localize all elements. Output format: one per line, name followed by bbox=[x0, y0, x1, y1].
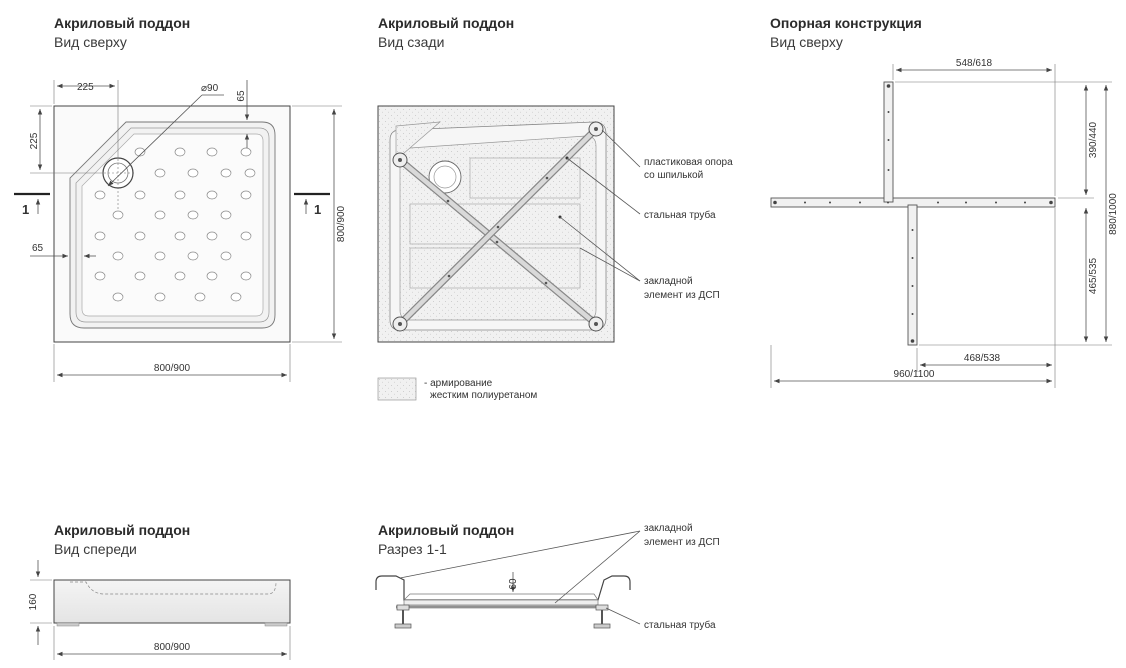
section-view-subtitle: Разрез 1-1 bbox=[378, 541, 447, 557]
dim-225-top: 225 bbox=[77, 82, 94, 93]
frame-view-title: Опорная конструкция bbox=[770, 15, 922, 31]
front-view-title: Акриловый поддон bbox=[54, 522, 191, 538]
label-support-1: пластиковая опора bbox=[644, 157, 733, 168]
dim-160: 160 bbox=[28, 593, 39, 610]
front-inner-basin bbox=[70, 581, 277, 595]
front-view-heading: Акриловый поддон Вид спереди bbox=[54, 521, 190, 559]
back-view-title: Акриловый поддон bbox=[378, 15, 515, 31]
cut-mark-left: 1 bbox=[22, 202, 29, 217]
top-view-title: Акриловый поддон bbox=[54, 15, 191, 31]
plastic-support-icons bbox=[392, 121, 604, 332]
back-view-heading: Акриловый поддон Вид сзади bbox=[378, 14, 514, 52]
dim-880-1000: 880/1000 bbox=[1108, 193, 1119, 235]
frame-view-heading: Опорная конструкция Вид сверху bbox=[770, 14, 922, 52]
dim-468-538: 468/538 bbox=[964, 353, 1001, 364]
label-support-2: со шпилькой bbox=[644, 170, 703, 181]
dim-65-left: 65 bbox=[32, 243, 44, 254]
top-view-drawing: 225 ⌀90 65 225 65 800/900 800/900 1 1 bbox=[14, 80, 347, 382]
top-view-heading: Акриловый поддон Вид сверху bbox=[54, 14, 190, 52]
section-label-pipe: стальная труба bbox=[644, 619, 716, 631]
section-label-insert-1: закладной bbox=[644, 523, 693, 534]
front-view-subtitle: Вид спереди bbox=[54, 541, 137, 557]
dim-390-440: 390/440 bbox=[1088, 121, 1099, 158]
anti-slip-dots bbox=[94, 147, 256, 302]
dim-465-535: 465/535 bbox=[1088, 257, 1099, 294]
label-steel-pipe: стальная труба bbox=[644, 209, 716, 221]
frame-upper-bar bbox=[883, 81, 894, 203]
front-view-drawing: 160 800/900 bbox=[28, 560, 291, 660]
dim-front-width: 800/900 bbox=[154, 642, 191, 653]
legend-text-1: - армирование bbox=[424, 378, 493, 389]
section-label-insert-2: элемент из ДСП bbox=[644, 537, 720, 548]
legend-swatch bbox=[377, 377, 417, 401]
legend-text-2: жестким полиуретаном bbox=[430, 390, 537, 401]
cut-mark-right: 1 bbox=[314, 202, 321, 217]
section-view-title: Акриловый поддон bbox=[378, 522, 515, 538]
dim-diameter-90: ⌀90 bbox=[201, 83, 219, 94]
steel-pipe-braces bbox=[396, 125, 600, 328]
dim-960-1100: 960/1100 bbox=[894, 369, 935, 380]
frame-view-subtitle: Вид сверху bbox=[770, 34, 843, 50]
section-insert-panel bbox=[403, 599, 599, 606]
front-tray-outline bbox=[53, 579, 291, 624]
dim-800-bottom: 800/900 bbox=[154, 363, 191, 374]
back-view-drawing: пластиковая опора со шпилькой стальная т… bbox=[377, 105, 733, 401]
frame-lower-bar bbox=[907, 204, 918, 346]
dim-65-top: 65 bbox=[236, 90, 247, 102]
label-insert-1: закладной bbox=[644, 276, 693, 287]
frame-view-drawing: 548/618 390/440 465/535 880/1000 468/538… bbox=[770, 58, 1119, 388]
section-view-heading: Акриловый поддон Разрез 1-1 bbox=[378, 521, 514, 559]
dim-225-left: 225 bbox=[29, 132, 40, 149]
section-view-drawing: 60 закладной элемент из ДСП стальная тру… bbox=[375, 523, 720, 631]
label-insert-2: элемент из ДСП bbox=[644, 290, 720, 301]
section-legs bbox=[394, 604, 611, 629]
back-view-subtitle: Вид сзади bbox=[378, 34, 445, 50]
insert-panel-bottom bbox=[409, 247, 581, 289]
frame-bolt-holes bbox=[773, 84, 1053, 343]
section-profile bbox=[375, 575, 631, 601]
dim-548-618: 548/618 bbox=[956, 58, 993, 69]
dim-60: 60 bbox=[508, 578, 519, 590]
top-view-subtitle: Вид сверху bbox=[54, 34, 127, 50]
dim-800-side: 800/900 bbox=[336, 205, 347, 242]
